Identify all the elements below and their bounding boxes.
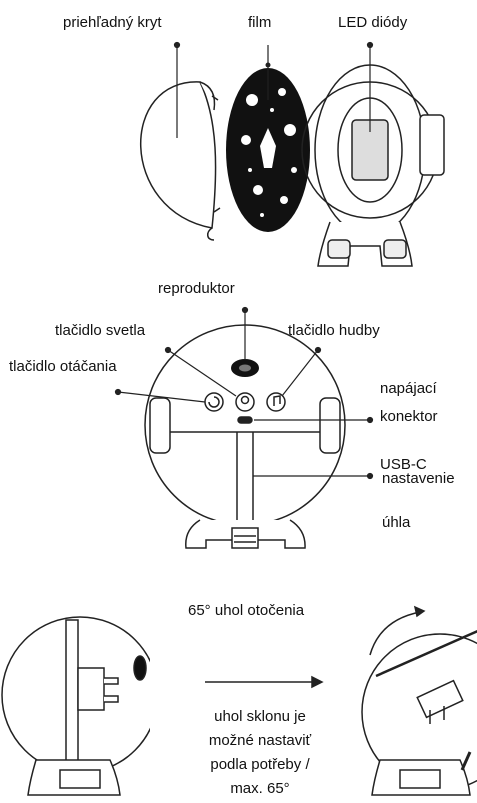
label-music-button: tlačidlo hudby: [288, 322, 380, 340]
label-tilt-4: max. 65°: [190, 780, 330, 798]
label-rotate-button: tlačidlo otáčania: [9, 358, 117, 376]
label-rotation-angle: 65° uhol otočenia: [188, 602, 304, 620]
label-power-2: konektor: [380, 408, 438, 426]
label-led-diodes: LED diódy: [338, 14, 407, 32]
projector-side-right: [362, 630, 477, 795]
label-tilt-2: možné nastaviť: [190, 732, 330, 750]
label-tilt-3: podla potřeby /: [190, 756, 330, 774]
projector-side-left: [2, 617, 158, 795]
speaker-grille: [231, 359, 259, 377]
label-angle-1: nastavenie: [382, 470, 455, 488]
label-power-1: napájací: [380, 380, 437, 398]
label-tilt-1: uhol sklonu je: [190, 708, 330, 726]
label-speaker: reproduktor: [158, 280, 235, 298]
label-light-button: tlačidlo svetla: [55, 322, 145, 340]
arrow-right: [205, 677, 322, 687]
label-clear-cover: priehľadný kryt: [63, 14, 162, 32]
light-button-icon: [236, 393, 254, 411]
rotate-button-icon: [205, 393, 223, 411]
projector-body-top: [302, 65, 444, 266]
label-angle-2: úhla: [382, 514, 410, 532]
clear-cover: [141, 82, 220, 240]
label-film: film: [248, 14, 271, 32]
